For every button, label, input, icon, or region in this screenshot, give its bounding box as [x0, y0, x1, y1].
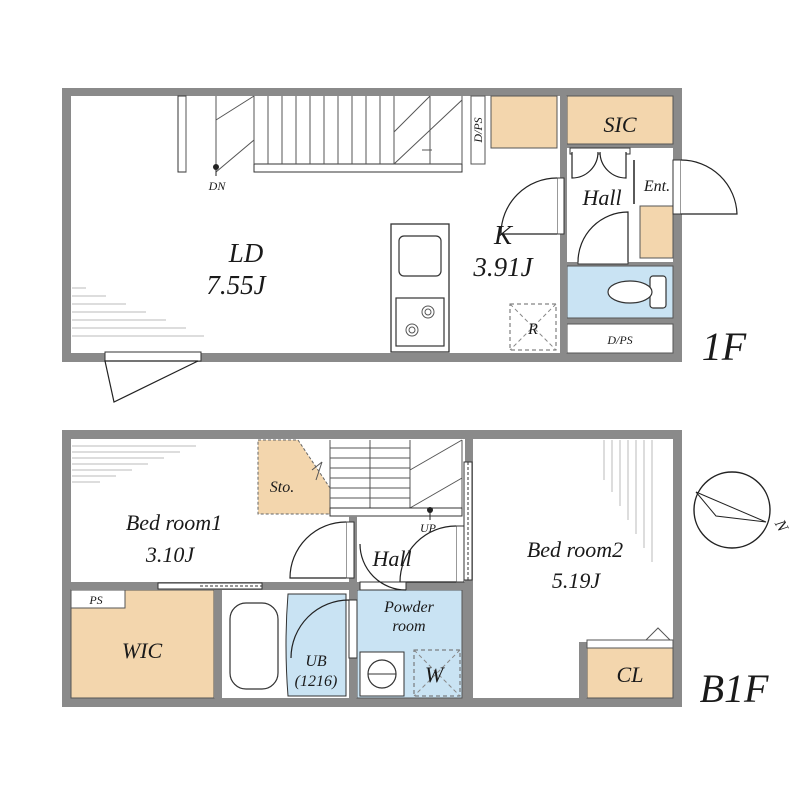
shoe-storage [639, 205, 674, 259]
bed1-room-size: 3.10J [145, 542, 196, 567]
ld-room-name: LD [228, 238, 264, 268]
bed2-room-size: 5.19J [552, 568, 602, 593]
hall-label-1f: Hall [581, 185, 621, 210]
kitchen-counter [390, 223, 450, 353]
staircase-b1f [311, 439, 463, 520]
dps-label-bottom: D/PS [606, 333, 632, 347]
ub-label: UB [305, 653, 327, 670]
floor-1f: DN R [62, 88, 747, 403]
closet-cl [586, 647, 674, 699]
bathtub-icon [229, 602, 279, 690]
door-toilet[interactable] [577, 211, 629, 263]
k-room-size: 3.91J [472, 252, 534, 282]
washer-space [413, 649, 461, 697]
door-bath[interactable] [290, 599, 350, 659]
door-kitchen[interactable] [500, 177, 558, 235]
cl-label: CL [617, 662, 644, 687]
pantry-storage [490, 95, 558, 149]
refrigerator-space [509, 303, 557, 351]
ps-label: PS [88, 593, 102, 607]
storage-label: Sto. [270, 479, 294, 496]
sic-room [566, 95, 674, 145]
compass-north-label: N [770, 516, 791, 535]
door-balcony[interactable] [104, 360, 199, 403]
dps-shaft-bottom [566, 323, 674, 354]
hall-label-b1f: Hall [371, 546, 411, 571]
doors-b1f [289, 521, 465, 659]
door-entrance[interactable] [680, 159, 738, 215]
k-room-name: K [493, 220, 514, 250]
entrance-label: Ent. [643, 178, 670, 195]
bed2-room-name: Bed room2 [527, 537, 623, 562]
floor-label-b1f: B1F [700, 666, 769, 711]
floor-label-1f: 1F [702, 324, 747, 369]
compass-icon [693, 471, 771, 549]
powder-room-label-1: Powder [383, 599, 435, 616]
door-bedroom1[interactable] [289, 521, 347, 579]
washbasin-icon [359, 651, 405, 697]
ld-room-size: 7.55J [206, 270, 267, 300]
powder-room-label-2: room [392, 618, 425, 635]
stove-icon [395, 297, 445, 347]
floor-b1f: UP [62, 430, 769, 711]
toilet-icon [607, 275, 667, 309]
sink-icon [398, 235, 442, 277]
bed1-room-name: Bed room1 [126, 510, 222, 535]
sic-label: SIC [604, 112, 637, 137]
dps-label-top: D/PS [471, 117, 485, 143]
washer-label: W [425, 662, 445, 687]
stairs-dn-label: DN [208, 179, 227, 193]
door-bedroom2[interactable] [399, 525, 457, 583]
refrigerator-label: R [527, 321, 538, 338]
ub-size-label: (1216) [295, 673, 338, 690]
wic-label: WIC [122, 638, 163, 663]
dps-shaft-top [470, 95, 486, 165]
doors-1f [104, 147, 738, 403]
staircase-1f [177, 95, 463, 176]
